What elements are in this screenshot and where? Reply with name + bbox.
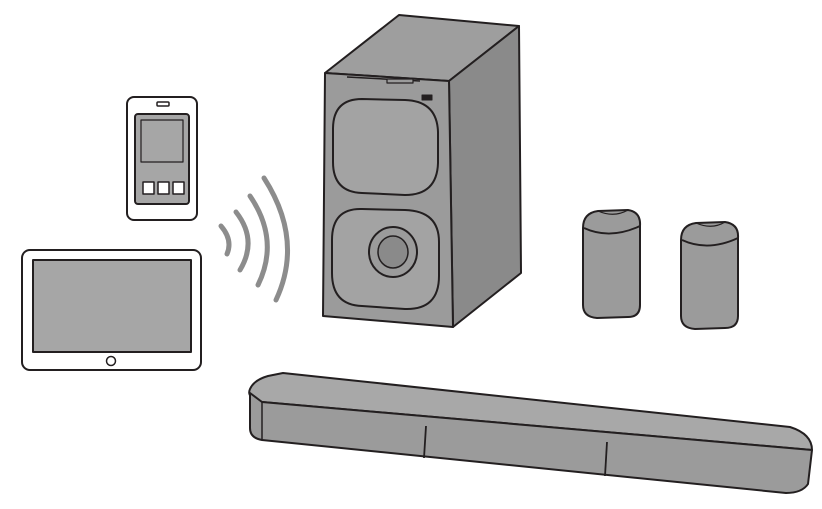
wireless-signal-icon	[218, 175, 291, 303]
rear-speaker-right-icon	[680, 221, 740, 330]
rear-speaker-left-icon	[582, 209, 642, 319]
subwoofer-icon	[322, 14, 522, 328]
soundbar-icon	[248, 372, 813, 494]
tablet-icon	[21, 249, 202, 371]
smartphone-icon	[126, 96, 198, 221]
